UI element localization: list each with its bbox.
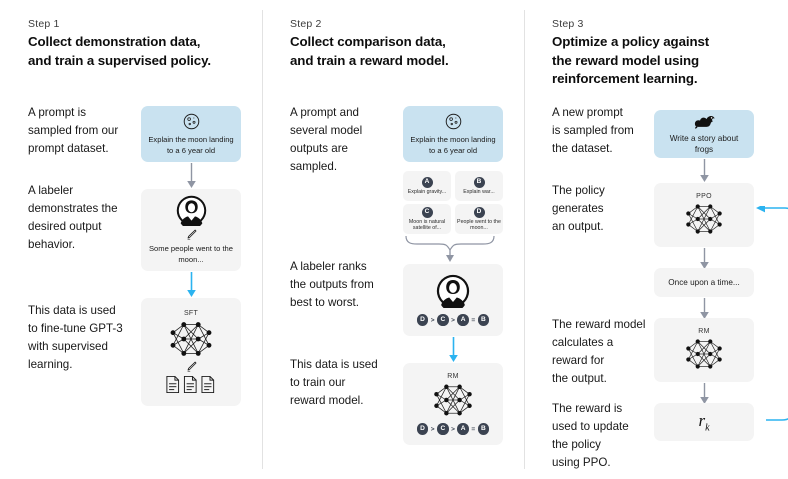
step-3-title-line-2: the reward model using [552, 52, 700, 68]
rm-rank-chip-4: B [477, 423, 490, 435]
step-3-reward-box: rk [654, 403, 754, 441]
step-1-arrow-1 [185, 163, 198, 189]
neural-network-icon [164, 318, 218, 360]
step-3-title-line-1: Optimize a policy against [552, 34, 710, 49]
step-1-title-line-2: and train a supervised policy. [28, 52, 211, 68]
step-2-title-line-2: and train a reward model. [290, 52, 449, 68]
step-3-label: Step 3 [552, 18, 584, 30]
step-3-column: Step 3 Optimize a policy against the rew… [524, 0, 788, 479]
step-2-rm-ranking: D > C > A = B [416, 423, 490, 435]
pencil-icon [185, 228, 198, 241]
step-3-output-box: Once upon a time... [654, 268, 754, 297]
option-badge-a: A [421, 176, 433, 188]
rank-chip-3: A [457, 314, 469, 326]
step-3-ppo-label: PPO [696, 193, 712, 200]
step-3-rm-box: RM [654, 318, 754, 382]
option-text-a: Explain gravity... [407, 188, 447, 195]
step-1-label: Step 1 [28, 18, 60, 30]
rm-rank-op-3: = [471, 425, 476, 433]
option-badge-c: C [421, 206, 433, 218]
option-badge-d: D [473, 206, 485, 218]
reward-value: rk [698, 410, 710, 434]
step-1-title-line-1: Collect demonstration data, [28, 34, 201, 49]
rank-chip-1: D [416, 314, 429, 326]
option-badge-b: B [473, 176, 485, 188]
step-1-column: Step 1 Collect demonstration data, and t… [0, 0, 262, 479]
option-text-b: Explain war... [463, 188, 495, 195]
step-1-sft-label: SFT [183, 310, 199, 317]
pencil-icon [185, 360, 198, 373]
step-2-column: Step 2 Collect comparison data, and trai… [262, 0, 524, 479]
rm-rank-chip-3: A [457, 423, 469, 435]
step-3-output-caption: Once upon a time... [668, 278, 740, 287]
step-3-rm-label: RM [698, 328, 710, 335]
rank-op-3: = [471, 316, 476, 324]
option-card-a: A Explain gravity... [403, 171, 451, 201]
step-2-prompt-caption: Explain the moon landing to a 6 year old [410, 135, 496, 155]
step-1-labeler-box: Some people went to the moon... [141, 189, 241, 271]
labeler-avatar-icon [436, 274, 470, 309]
step-2-title-line-1: Collect comparison data, [290, 34, 446, 49]
step-2-labeler-box: D > C > A = B [403, 264, 503, 336]
step-3-prompt-caption: Write a story about frogs [669, 133, 739, 154]
step-2-arrow-2 [447, 337, 460, 363]
step-3-ppo-box: PPO [654, 183, 754, 247]
documents-icon [164, 375, 218, 394]
option-card-b: B Explain war... [455, 171, 503, 201]
option-card-d: D People went to the moon... [455, 204, 503, 234]
step-2-title: Collect comparison data, and train a rew… [290, 33, 515, 70]
neural-network-icon [428, 381, 478, 419]
rank-chip-2: C [437, 314, 449, 326]
neural-network-icon [680, 336, 728, 372]
column-divider-2 [524, 10, 525, 469]
rm-rank-chip-2: C [437, 423, 449, 435]
step-1-prompt-caption: Explain the moon landing to a 6 year old [148, 135, 234, 155]
step-2-ranking: D > C > A = B [416, 314, 490, 326]
rm-rank-op-1: > [430, 425, 435, 433]
rank-chip-4: B [477, 314, 490, 326]
step-3-arrow-3 [698, 298, 711, 320]
option-text-d: People went to the moon... [457, 218, 501, 231]
step-1-sft-box: SFT [141, 298, 241, 406]
option-card-c: C Moon is natural satellite of... [403, 204, 451, 234]
step-3-prompt-box: Write a story about frogs [654, 110, 754, 158]
step-1-title: Collect demonstration data, and train a … [28, 33, 253, 70]
step-1-arrow-2 [185, 272, 198, 298]
moon-icon [444, 112, 463, 131]
step-2-rm-label: RM [447, 373, 459, 381]
step-1-labeler-caption: Some people went to the moon... [148, 244, 233, 264]
labeler-avatar-icon [176, 195, 207, 226]
step-2-brace-arrow [403, 235, 503, 263]
rm-rank-chip-1: D [416, 423, 429, 435]
step-1-prompt-box: Explain the moon landing to a 6 year old [141, 106, 241, 162]
rm-rank-op-2: > [451, 425, 455, 433]
rank-op-1: > [430, 316, 435, 324]
column-divider-1 [262, 10, 263, 469]
step-2-prompt-box: Explain the moon landing to a 6 year old [403, 106, 503, 162]
moon-icon [182, 112, 201, 131]
step-3-arrow-1 [698, 159, 711, 183]
step-3-title: Optimize a policy against the reward mod… [552, 33, 788, 89]
rank-op-2: > [451, 316, 455, 324]
step-3-arrow-2 [698, 248, 711, 270]
step-2-label: Step 2 [290, 18, 322, 30]
step-2-rm-box: RM [403, 363, 503, 445]
option-text-c: Moon is natural satellite of... [408, 218, 446, 231]
frog-icon [693, 114, 716, 129]
step-3-title-line-3: reinforcement learning. [552, 71, 698, 86]
neural-network-icon [680, 201, 728, 237]
step-3-arrow-4 [698, 383, 711, 405]
step-3-feedback-loop [752, 206, 788, 422]
